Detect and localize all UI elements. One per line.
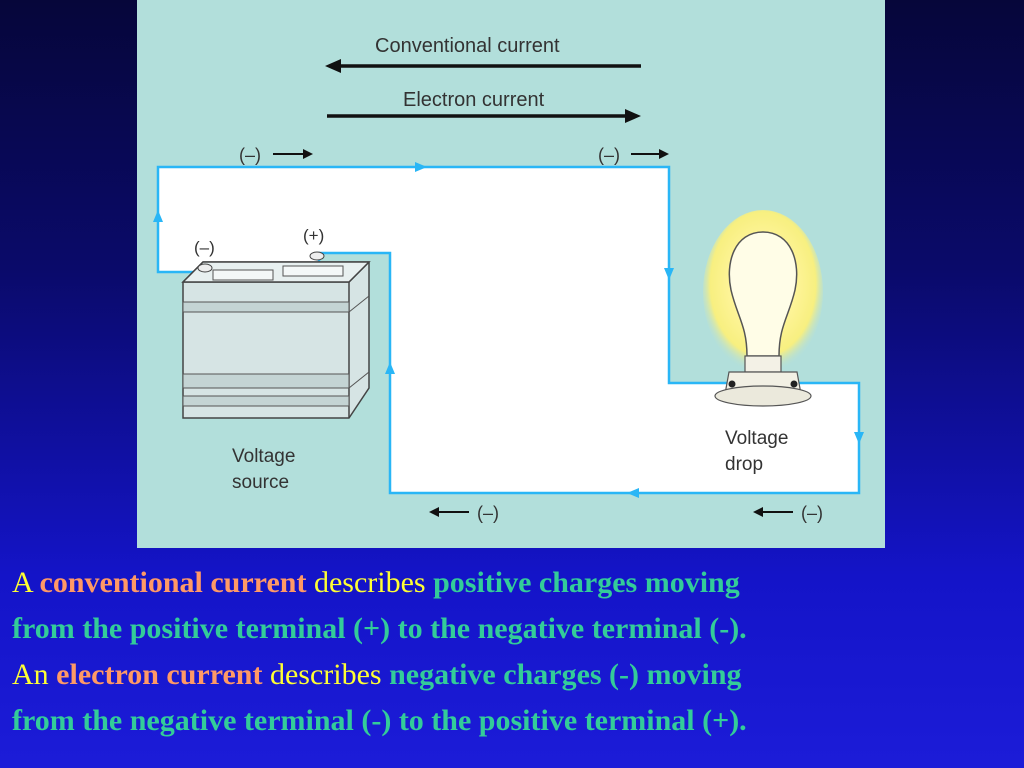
caption-l3-d: negative charges (-) moving	[389, 658, 742, 691]
caption-line-4: from the negative terminal (-) to the po…	[12, 704, 747, 737]
caption-line-3: An electron current describes negative c…	[12, 652, 1017, 698]
caption-line-1: A conventional current describes positiv…	[12, 560, 1017, 606]
bottom-right-negative-label: (–)	[801, 503, 823, 523]
voltage-drop-label-line2: drop	[725, 454, 763, 475]
caption-l3-a: An	[12, 658, 57, 691]
top-right-negative-label: (–)	[598, 145, 620, 165]
voltage-source-label-line1: Voltage	[232, 446, 295, 467]
wire-flow-arrows	[153, 162, 864, 498]
battery-icon	[181, 251, 371, 419]
caption-l3-c: describes	[262, 658, 390, 691]
light-bulb-icon	[703, 210, 823, 407]
conventional-current-label: Conventional current	[375, 35, 560, 57]
battery-negative-label: (–)	[194, 238, 215, 257]
top-right-arrow	[631, 149, 669, 159]
battery-positive-label: (+)	[303, 226, 324, 245]
caption-line-2: from the positive terminal (+) to the ne…	[12, 612, 747, 645]
voltage-source-label-line2: source	[232, 472, 289, 493]
electron-current-arrow	[327, 109, 641, 123]
conventional-current-term: conventional current	[39, 566, 307, 599]
voltage-drop-label-line1: Voltage	[725, 428, 788, 449]
caption-l1-d: positive charges moving	[433, 566, 740, 599]
caption-l1-c: describes	[306, 566, 434, 599]
bottom-left-negative-label: (–)	[477, 503, 499, 523]
circuit-svg: Conventional current Electron current (–…	[153, 35, 864, 523]
conventional-current-arrow	[325, 59, 641, 73]
circuit-diagram: Conventional current Electron current (–…	[137, 0, 885, 548]
top-left-negative-label: (–)	[239, 145, 261, 165]
caption-l1-a: A	[12, 566, 40, 599]
bottom-right-arrow	[753, 507, 793, 517]
caption: A conventional current describes positiv…	[12, 560, 1017, 744]
top-left-arrow	[273, 149, 313, 159]
bottom-left-arrow	[429, 507, 469, 517]
electron-current-term: electron current	[56, 658, 263, 691]
electron-current-label: Electron current	[403, 89, 545, 111]
